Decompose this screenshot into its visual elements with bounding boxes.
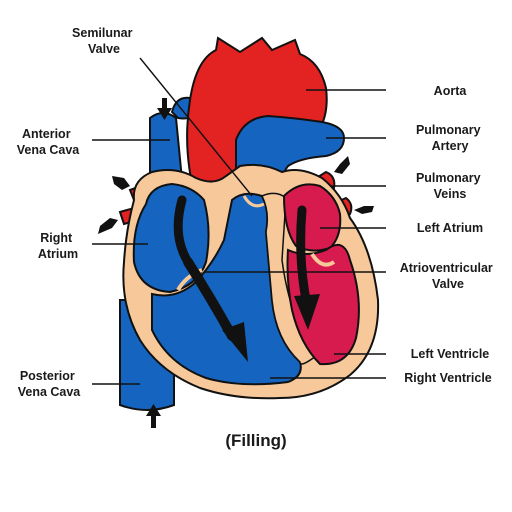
- mitral-valve: [310, 252, 336, 267]
- label-pulmonary-veins: Pulmonary Veins: [416, 171, 484, 201]
- flow-arrow-icon: [173, 195, 320, 362]
- diagram-caption: (Filling): [225, 431, 286, 450]
- label-aorta: Aorta: [434, 84, 468, 98]
- leader-lines: [92, 57, 386, 385]
- semilunar-valve-mark: [242, 195, 265, 208]
- label-right-atrium: Right Atrium: [38, 231, 78, 261]
- flow-arrow-icon: [98, 98, 374, 428]
- label-left-ventricle: Left Ventricle: [411, 347, 490, 361]
- label-semilunar-valve: Semilunar Valve: [72, 26, 136, 56]
- label-left-atrium: Left Atrium: [417, 221, 483, 235]
- label-right-ventricle: Right Ventricle: [404, 371, 492, 385]
- label-posterior-vena-cava: Posterior Vena Cava: [18, 369, 82, 399]
- label-anterior-vena-cava: Anterior Vena Cava: [17, 127, 81, 157]
- label-atrioventricular-valve: Atrioventricular Valve: [400, 261, 497, 291]
- label-pulmonary-artery: Pulmonary Artery: [416, 123, 484, 153]
